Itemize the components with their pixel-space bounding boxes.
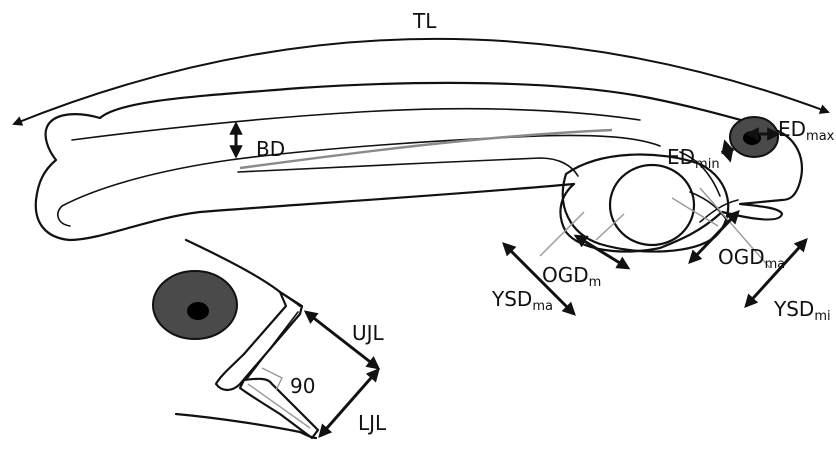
larva-inner-body-line bbox=[58, 135, 660, 226]
label-ujl: UJL bbox=[352, 321, 385, 345]
label-ysd-max: YSDma bbox=[491, 287, 553, 314]
ed-min-arrow bbox=[725, 142, 730, 160]
label-bd: BD bbox=[256, 137, 285, 161]
label-angle: 90 bbox=[290, 374, 315, 398]
label-ljl: LJL bbox=[358, 411, 387, 435]
label-tl: TL bbox=[412, 9, 437, 33]
label-ysd-min: YSDmi bbox=[773, 297, 831, 324]
jaw-eye-pupil bbox=[187, 302, 209, 320]
label-ed-max: EDmax bbox=[778, 117, 835, 144]
ogd-min-guide bbox=[596, 214, 624, 240]
head-structure-2 bbox=[690, 192, 728, 222]
label-ed-min: EDmin bbox=[667, 145, 720, 172]
label-ogd-min: OGDm bbox=[542, 263, 601, 290]
label-ogd-max: OGDma bbox=[718, 245, 785, 272]
oil-globule bbox=[610, 165, 694, 245]
